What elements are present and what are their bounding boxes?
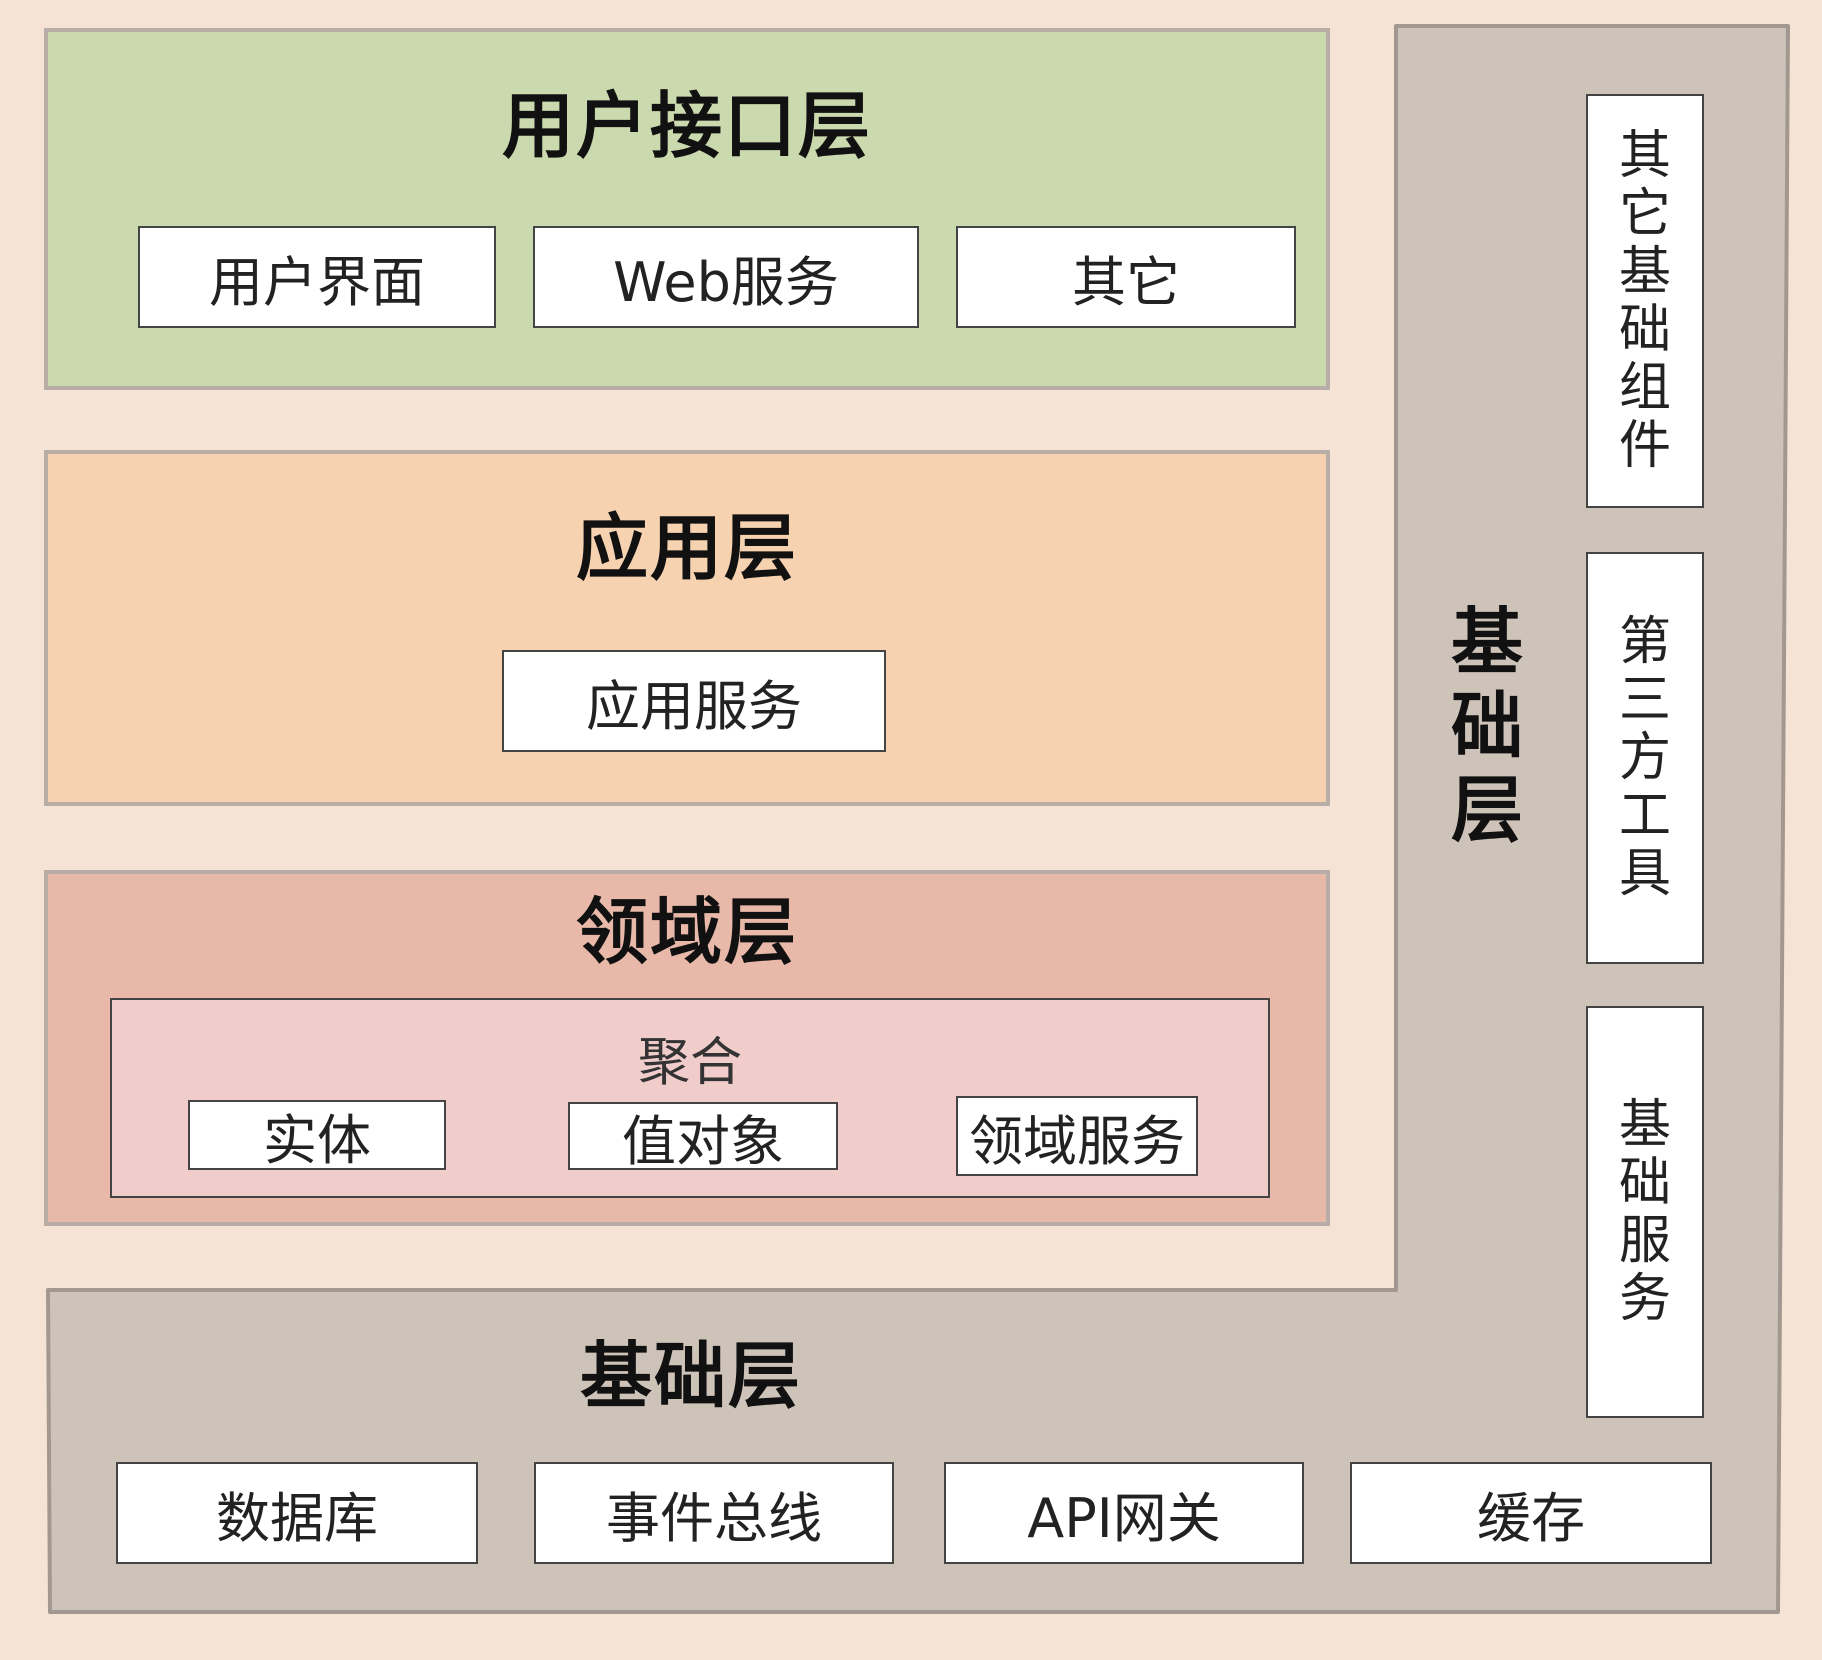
user-interface-layer: 用户接口层 用户界面 Web服务 其它 bbox=[44, 28, 1330, 390]
aggregate-item-domain-service: 领域服务 bbox=[956, 1096, 1198, 1176]
infrastructure-layer-title: 基础层 bbox=[579, 1334, 802, 1418]
ui-item-web-service: Web服务 bbox=[533, 226, 919, 328]
domain-layer: 领域层 聚合 实体 值对象 领域服务 bbox=[44, 870, 1330, 1226]
infra-item-event-bus: 事件总线 bbox=[534, 1462, 894, 1564]
infra-side-item-third-party-tools: 第三方工具 bbox=[1586, 552, 1704, 964]
aggregate-item-entity: 实体 bbox=[188, 1100, 446, 1172]
infra-item-cache: 缓存 bbox=[1350, 1462, 1712, 1564]
user-interface-layer-title: 用户接口层 bbox=[501, 84, 872, 168]
infra-side-item-other-components: 其它基础组件 bbox=[1586, 94, 1704, 508]
application-layer: 应用层 应用服务 bbox=[44, 450, 1330, 806]
ui-item-user-interface: 用户界面 bbox=[138, 226, 496, 328]
infrastructure-layer-vertical-title: 基础层 bbox=[1450, 600, 1525, 852]
app-item-application-service: 应用服务 bbox=[502, 650, 886, 752]
infra-item-api-gateway: API网关 bbox=[944, 1462, 1304, 1564]
domain-layer-title: 领域层 bbox=[575, 890, 798, 974]
infra-item-database: 数据库 bbox=[116, 1462, 478, 1564]
aggregate-item-value-object: 值对象 bbox=[568, 1102, 838, 1173]
aggregate-label: 聚合 bbox=[637, 1033, 742, 1093]
ui-item-other: 其它 bbox=[956, 226, 1296, 328]
application-layer-title: 应用层 bbox=[575, 506, 798, 590]
aggregate-box: 聚合 实体 值对象 领域服务 bbox=[110, 998, 1270, 1198]
infra-side-item-base-services: 基础服务 bbox=[1586, 1006, 1704, 1418]
